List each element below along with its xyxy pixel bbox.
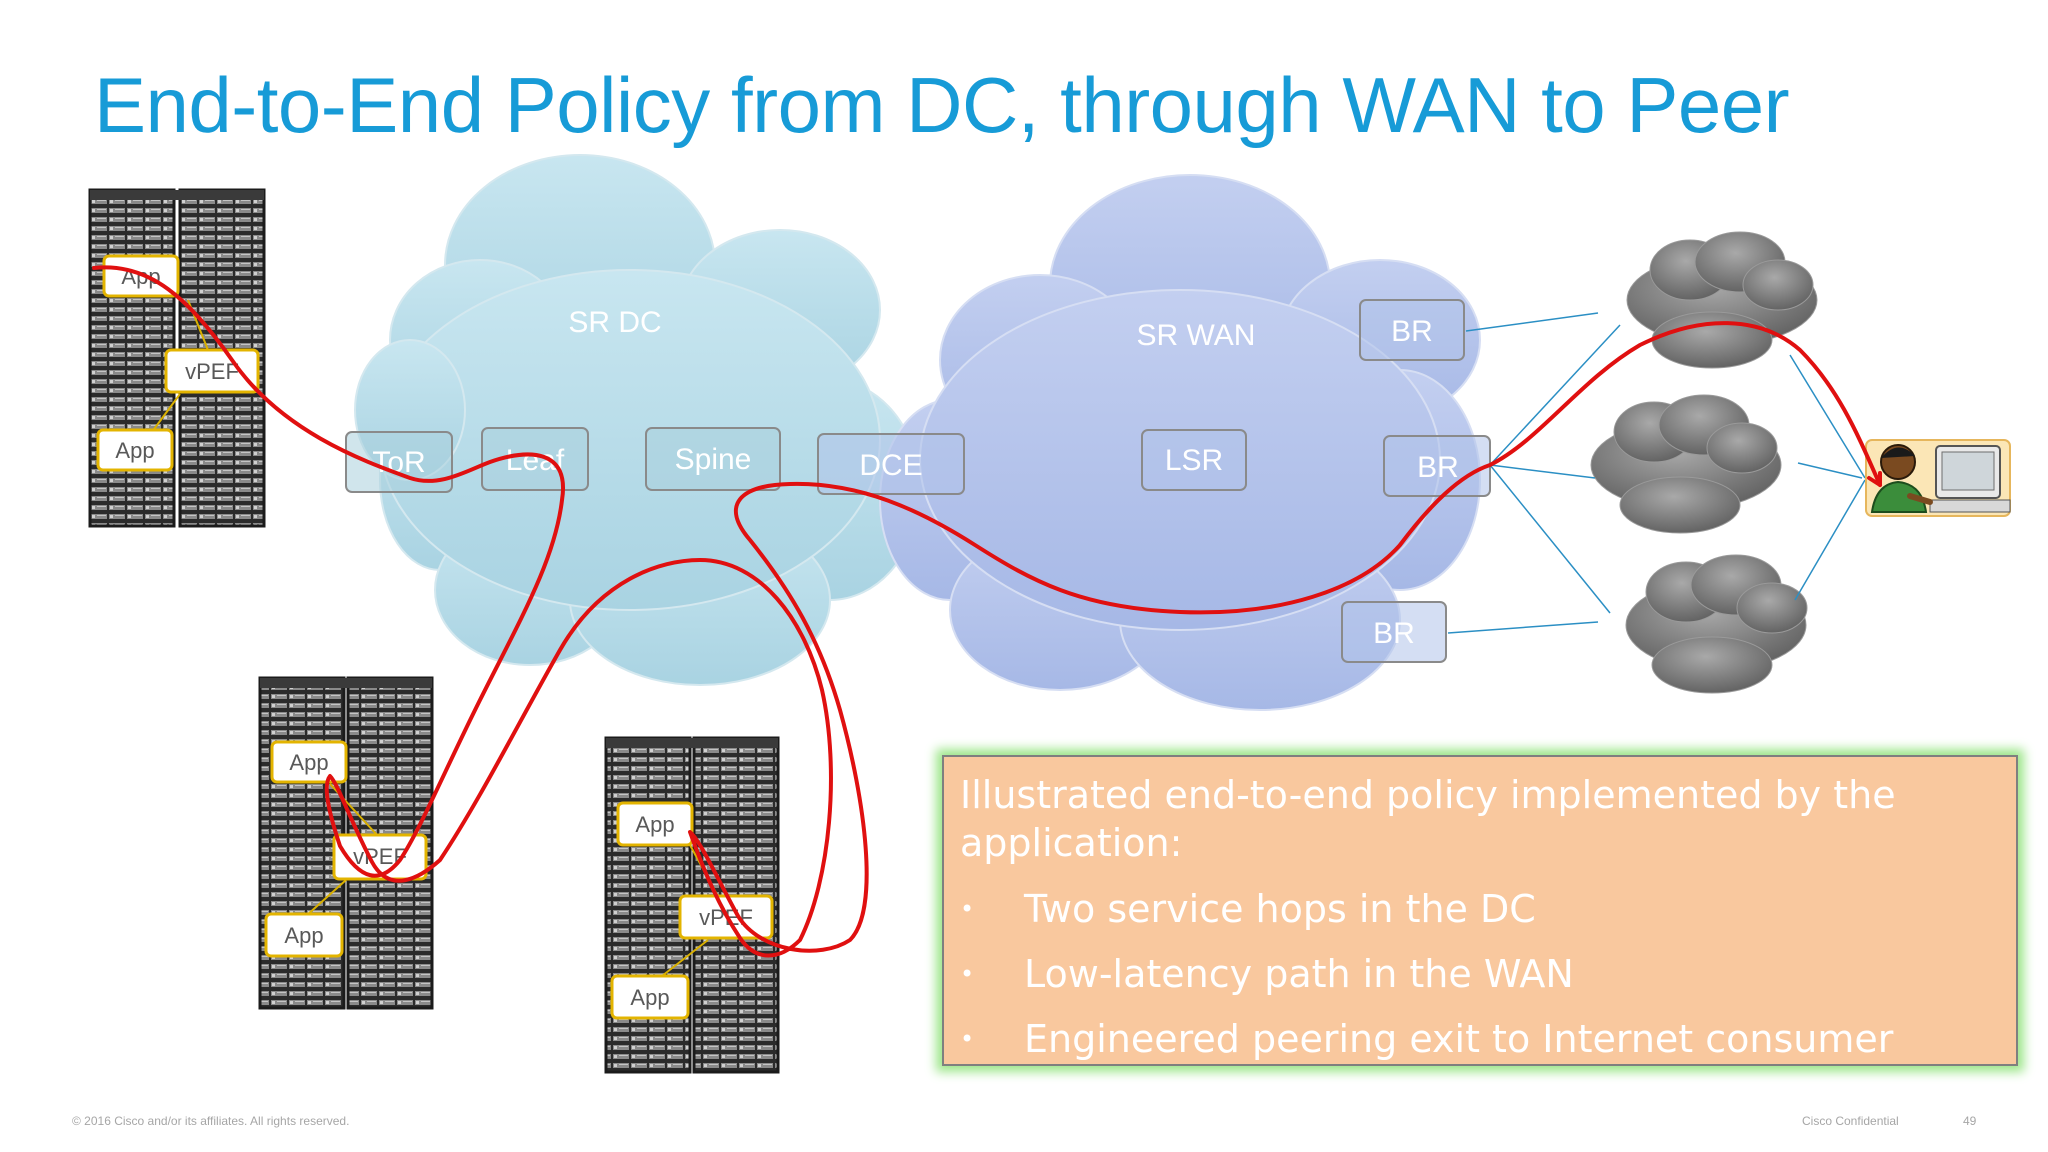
policy-path-arrowhead (1867, 471, 1882, 487)
rack1-vpef-label: vPEF (185, 359, 239, 384)
rack1-app-top-label: App (121, 264, 160, 289)
callout-item: • Two service hops in the DC (960, 877, 2000, 942)
node-lsr-label: LSR (1165, 444, 1223, 477)
callout-item-text: Engineered peering exit to Internet cons… (1024, 1017, 1894, 1061)
peer-cloud-bottom (1625, 554, 1808, 694)
node-br-middle-label: BR (1417, 451, 1459, 484)
rack3-app-top: App (616, 801, 694, 847)
footer-copyright: © 2016 Cisco and/or its affiliates. All … (72, 1114, 350, 1128)
node-spine: Spine (645, 427, 781, 491)
callout-item: • Low-latency path in the WAN (960, 942, 2000, 1007)
rack2-app-top: App (270, 740, 348, 784)
link-br-mid-peer-middle (1489, 464, 1596, 479)
rack2-vpef-label: vPEF (353, 844, 407, 869)
rack3-app-top-label: App (635, 812, 674, 837)
sr-wan-label: SR WAN (1137, 319, 1256, 352)
callout-heading: Illustrated end-to-end policy implemente… (960, 773, 1896, 865)
server-rack-1: App vPEF App (88, 188, 266, 528)
sr-dc-label: SR DC (568, 306, 661, 339)
peer-cloud-top (1626, 231, 1818, 369)
slide-title: End-to-End Policy from DC, through WAN t… (94, 61, 1790, 149)
node-dce: DCE (817, 433, 965, 495)
link-peer-bottom-user (1794, 479, 1866, 601)
rack1-app-bottom-label: App (115, 438, 154, 463)
link-peer-top-user (1789, 354, 1866, 479)
server-rack-3: App vPEF App (604, 736, 780, 1074)
bullet-icon: • (960, 960, 975, 988)
links (1447, 312, 1866, 634)
policy-callout-box: Illustrated end-to-end policy implemente… (942, 755, 2018, 1066)
node-lsr: LSR (1141, 429, 1247, 491)
rack2-app-bottom: App (264, 912, 344, 958)
rack2-app-bottom-label: App (284, 923, 323, 948)
user-at-computer-icon (1865, 439, 2011, 517)
rack1-vpef: vPEF (164, 348, 260, 394)
node-br-middle: BR (1383, 435, 1491, 497)
page-number: 49 (1963, 1114, 1977, 1128)
callout-item-text: Two service hops in the DC (1024, 887, 1536, 931)
footer-confidential: Cisco Confidential (1802, 1114, 1899, 1128)
callout-item: • Engineered peering exit to Internet con… (960, 1007, 2000, 1072)
node-br-top-label: BR (1391, 315, 1433, 348)
rack1-app-bottom: App (96, 428, 174, 472)
link-br-mid-peer-top (1489, 324, 1621, 466)
rack3-app-bottom: App (610, 974, 690, 1020)
node-br-bottom-label: BR (1373, 617, 1415, 650)
policy-path (92, 265, 1882, 958)
node-dce-label: DCE (859, 449, 922, 482)
callout-item-text: Low-latency path in the WAN (1024, 952, 1574, 996)
rack2-app-top-label: App (289, 750, 328, 775)
rack3-app-bottom-label: App (630, 985, 669, 1010)
callout-list: • Two service hops in the DC • Low-latency… (960, 877, 2000, 1072)
node-tor: ToR (345, 431, 453, 493)
node-spine-label: Spine (675, 443, 752, 476)
bullet-icon: • (960, 895, 975, 923)
bullet-icon: • (960, 1025, 975, 1053)
node-br-top: BR (1359, 299, 1465, 361)
server-rack-2: App vPEF App (258, 676, 434, 1010)
link-br-top-peer-top (1465, 312, 1599, 332)
sr-dc-cloud: SR DC (354, 154, 921, 686)
link-br-bottom-peer-bottom (1447, 621, 1599, 634)
link-br-mid-peer-bottom (1489, 464, 1611, 614)
node-br-bottom: BR (1341, 601, 1447, 663)
peer-cloud-middle (1590, 394, 1782, 534)
link-peer-middle-user (1797, 462, 1863, 479)
node-leaf-label: Leaf (506, 444, 565, 477)
